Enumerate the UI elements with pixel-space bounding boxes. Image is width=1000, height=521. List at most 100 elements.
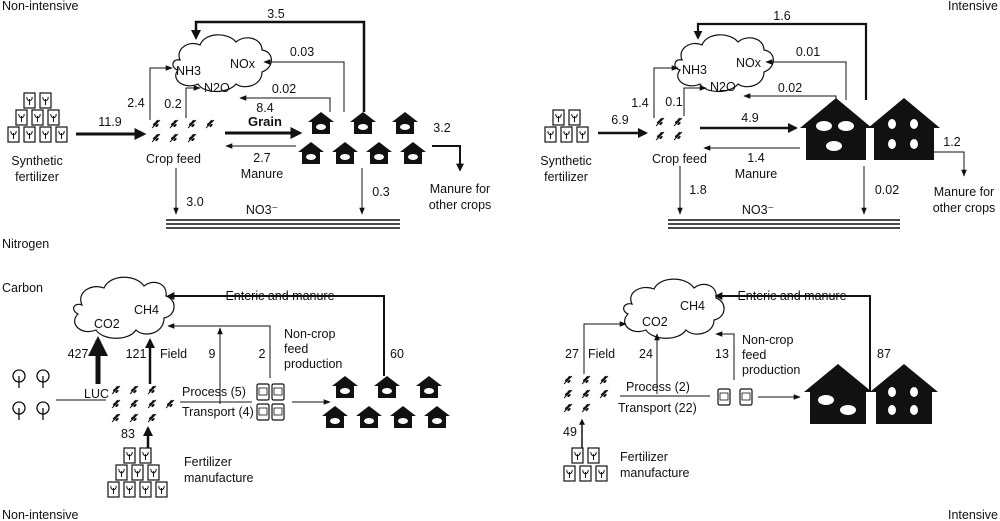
- manure-value: 2.7: [253, 151, 270, 165]
- field-label: Field: [160, 347, 187, 361]
- manure-other-label-2: other crops: [933, 201, 996, 215]
- crop-leach-value: 1.8: [689, 183, 706, 197]
- nh3-label: NH3: [682, 63, 707, 77]
- field-value: 27: [565, 347, 579, 361]
- nitrogen-left-panel: Synthetic fertilizer 11.9 Crop feed NH3 …: [7, 7, 492, 229]
- grain-label: Grain: [248, 114, 282, 129]
- noncrop-value: 13: [715, 347, 729, 361]
- grain-value: 8.4: [256, 101, 273, 115]
- return-loop-arrow: [693, 22, 868, 100]
- transport-label: Transport (22): [618, 401, 697, 415]
- noncrop-label-3: production: [742, 363, 800, 377]
- crop-feed-label: Crop feed: [652, 152, 707, 166]
- fert-manu-label-2: manufacture: [620, 466, 690, 480]
- enteric-label: Enteric and manure: [225, 289, 334, 303]
- enteric-label: Enteric and manure: [737, 289, 846, 303]
- livestock-houses-icon: [800, 98, 940, 160]
- animal-leach-value: 0.3: [372, 185, 389, 199]
- n2o-value: 0.1: [665, 95, 682, 109]
- fert-manu-value: 83: [121, 427, 135, 441]
- nh3-value: 1.4: [631, 96, 648, 110]
- animal-to-nox-arrow: [263, 59, 345, 112]
- emissions-cloud: [172, 34, 272, 93]
- crop-feed-icon: [655, 116, 683, 141]
- corner-top-left-label: Non-intensive: [2, 0, 78, 13]
- return-value: 3.5: [267, 7, 284, 21]
- field-label: Field: [588, 347, 615, 361]
- process-value: 24: [639, 347, 653, 361]
- noncrop-label-3: production: [284, 357, 342, 371]
- fert-manu-label-1: Fertilizer: [620, 450, 668, 464]
- ch4-label: CH4: [134, 303, 159, 317]
- enteric-value: 60: [390, 347, 404, 361]
- emissions-cloud: [674, 34, 774, 93]
- field-arrow: [583, 321, 627, 374]
- carbon-left-panel: CO2 CH4 LUC 427 121 Field 9 2 Non-crop f…: [12, 276, 450, 498]
- emissions-cloud: [73, 276, 175, 339]
- enteric-arrow: [166, 292, 385, 376]
- corner-bottom-left-label: Non-intensive: [2, 508, 78, 521]
- nox-value: 0.03: [290, 45, 314, 59]
- grain-value: 4.9: [741, 111, 758, 125]
- noncrop-arrow: [167, 323, 271, 378]
- crop-feed-icon: [563, 374, 609, 413]
- manure-other-crops-arrow: [934, 151, 967, 177]
- manure-other-crops-arrow: [432, 145, 464, 172]
- feed-cans-icon: [256, 383, 285, 421]
- co2-label: CO2: [642, 315, 668, 329]
- animal-to-nox-arrow: [765, 59, 847, 100]
- nh3-label: NH3: [176, 64, 201, 78]
- crop-feed-label: Crop feed: [146, 152, 201, 166]
- enteric-arrow: [714, 292, 871, 392]
- noncrop-label-2: feed: [742, 348, 766, 362]
- crop-feed-icon: [151, 118, 215, 143]
- noncrop-label-2: feed: [284, 342, 308, 356]
- crop-to-n2o-arrow: [683, 85, 707, 116]
- crop-feed-icon: [111, 384, 175, 423]
- fertilizer-value: 11.9: [98, 115, 121, 129]
- nh3-value: 2.4: [127, 96, 144, 110]
- noncrop-label-1: Non-crop: [742, 333, 793, 347]
- manure-other-label-2: other crops: [429, 198, 492, 212]
- fert-manu-label-1: Fertilizer: [184, 455, 232, 469]
- synthetic-fertilizer-icon: [7, 92, 68, 143]
- noncrop-label-1: Non-crop: [284, 327, 335, 341]
- corner-top-right-label: Intensive: [948, 0, 998, 13]
- nox-label: NOx: [230, 57, 256, 71]
- fert-manu-value: 49: [563, 425, 577, 439]
- feed-cans-icon: [717, 388, 753, 406]
- manure-label: Manure: [241, 167, 283, 181]
- co2-label: CO2: [94, 317, 120, 331]
- noncrop-arrow: [715, 331, 735, 380]
- process-label: Process (5): [182, 385, 246, 399]
- nitrogen-right-panel: Synthetic fertilizer 6.9 Crop feed NH3 N…: [540, 9, 996, 229]
- manure-other-value: 1.2: [943, 135, 960, 149]
- manure-other-label-1: Manure for: [934, 185, 994, 199]
- n2o-value: 0.2: [164, 97, 181, 111]
- nox-label: NOx: [736, 56, 762, 70]
- synthetic-fertilizer-label-2: fertilizer: [15, 170, 59, 184]
- manure-other-value: 3.2: [433, 121, 450, 135]
- field-value: 121: [126, 347, 147, 361]
- manure-label: Manure: [735, 167, 777, 181]
- n2o-label: N2O: [710, 80, 736, 94]
- livestock-houses-icon: [804, 364, 938, 424]
- fertilizer-bags-icon: [107, 447, 168, 498]
- process-label: Process (2): [626, 380, 690, 394]
- return-loop-arrow: [191, 20, 366, 112]
- corner-bottom-right-label: Intensive: [948, 508, 998, 521]
- fert-manu-label-2: manufacture: [184, 471, 254, 485]
- fertilizer-value: 6.9: [611, 113, 628, 127]
- livestock-houses-icon: [298, 112, 426, 164]
- luc-label: LUC: [84, 387, 109, 401]
- transport-label: Transport (4): [182, 405, 254, 419]
- n2o-label: N2O: [204, 81, 230, 95]
- process-value: 9: [209, 347, 216, 361]
- nox-value: 0.01: [796, 45, 820, 59]
- livestock-houses-icon: [322, 376, 450, 428]
- synthetic-fertilizer-label-2: fertilizer: [544, 170, 588, 184]
- fertilizer-bags-icon: [563, 447, 608, 482]
- enteric-value: 87: [877, 347, 891, 361]
- section-carbon-label: Carbon: [2, 281, 43, 295]
